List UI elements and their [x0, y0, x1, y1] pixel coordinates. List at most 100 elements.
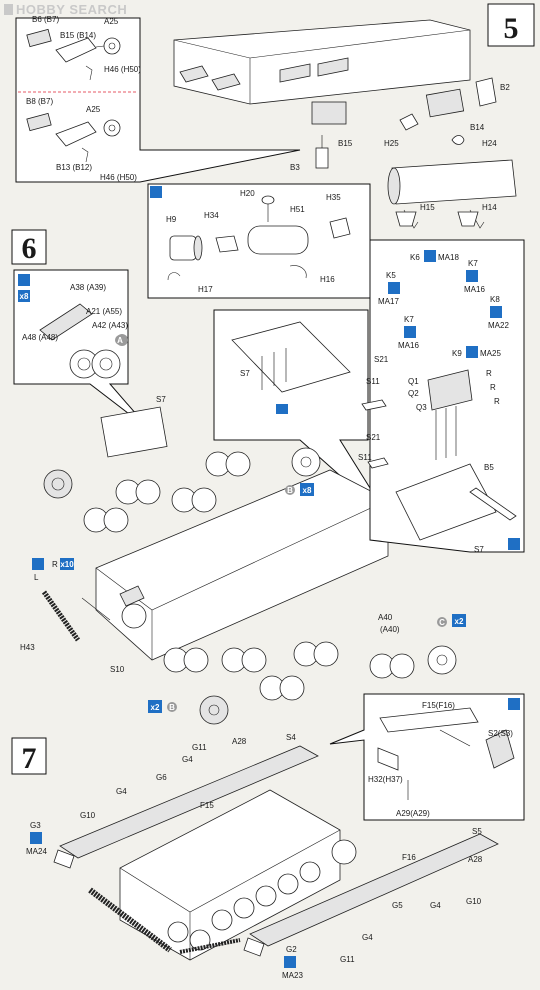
- count-x2-badge: [148, 700, 162, 713]
- label-g11: G11: [192, 743, 207, 752]
- count-x8-badge: [300, 483, 314, 496]
- label-ma18: MA18: [438, 253, 459, 262]
- idler-count: x2: [455, 617, 464, 626]
- label-h20: H20: [240, 189, 255, 198]
- photo-etch-k8: K8 MA22: [488, 295, 509, 330]
- label-k9: K9: [452, 349, 462, 358]
- label-b15-b14: B15 (B14): [60, 31, 96, 40]
- marker-c-idler: C x2: [437, 614, 466, 627]
- top-view-icon: [276, 404, 288, 414]
- hull-rear-assembly: [173, 19, 497, 169]
- photo-etch-g2: G2 MA23: [282, 945, 303, 980]
- label-ma23: MA23: [282, 971, 303, 980]
- road-wheel-pair: [39, 303, 128, 379]
- label-b14: B14: [470, 123, 485, 132]
- label-g10-right: G10: [466, 897, 482, 906]
- paint-brush-icon: [150, 186, 162, 198]
- label-s4: S4: [286, 733, 296, 742]
- label-h34: H34: [204, 211, 219, 220]
- marker-a-wheel-inset: A: [115, 335, 125, 345]
- label-h46-h50-lower: H46 (H50): [100, 173, 137, 182]
- step-7-number-box: [11, 737, 47, 775]
- label-b13-b12: B13 (B12): [56, 163, 92, 172]
- label-r: R: [52, 560, 58, 569]
- label-ma16-lower: MA16: [398, 341, 419, 350]
- label-s7: S7: [156, 395, 166, 404]
- label-f15-f16: F15(F16): [422, 701, 455, 710]
- label-a21: A21 (A55): [86, 307, 122, 316]
- label-s10: S10: [110, 665, 125, 674]
- engine-detail-parts: [361, 369, 517, 541]
- label-h43: H43: [20, 643, 35, 652]
- label-ma24: MA24: [26, 847, 47, 856]
- label-s21-lower: S21: [366, 433, 381, 442]
- label-s2-s3: S2(S3): [488, 729, 513, 738]
- label-h24: H24: [482, 139, 497, 148]
- paint-brush-icon: [508, 698, 520, 710]
- label-k8: K8: [490, 295, 500, 304]
- label-g4-2: G4: [116, 787, 127, 796]
- label-b2: B2: [500, 83, 510, 92]
- label-g4-bottom: G4: [362, 933, 373, 942]
- paint-brush-icon: [32, 558, 44, 570]
- label-q3: Q3: [416, 403, 427, 412]
- fender-inset-frame: [329, 693, 525, 821]
- step-7: 7 G11 A28 S4 G4 G6 G4 F15 G10 G3: [11, 693, 525, 980]
- label-g4: G4: [182, 755, 193, 764]
- photo-etch-icon: [284, 956, 296, 968]
- marker-b-road-wheels: B x8: [285, 483, 314, 496]
- marker-b: B: [287, 486, 293, 495]
- label-h17: H17: [198, 285, 213, 294]
- paint-brush-icon: [508, 538, 520, 550]
- label-ma16: MA16: [464, 285, 485, 294]
- label-f16: F16: [402, 853, 416, 862]
- label-f15: F15: [200, 801, 214, 810]
- label-a40-paren: (A40): [380, 625, 400, 634]
- label-s11-lower: S11: [358, 453, 372, 462]
- label-g11-bottom: G11: [340, 955, 355, 964]
- label-s7-detail: S7: [474, 545, 484, 554]
- label-k7: K7: [468, 259, 478, 268]
- label-h14: H14: [482, 203, 497, 212]
- fender-detail-parts: [377, 707, 515, 800]
- muffler-assembly: [387, 159, 517, 229]
- label-a42: A42 (A43): [92, 321, 128, 330]
- lower-hull: [43, 406, 389, 661]
- step-6-number-box: [11, 229, 47, 265]
- exhaust-parts: [167, 195, 351, 281]
- label-k7-lower: K7: [404, 315, 414, 324]
- label-s11: S11: [366, 377, 380, 386]
- label-a28-right: A28: [468, 855, 483, 864]
- label-a48: A48 (A48): [22, 333, 58, 342]
- label-ma22: MA22: [488, 321, 509, 330]
- label-g4-right: G4: [430, 901, 441, 910]
- photo-etch-k9: K9 MA25: [452, 346, 501, 358]
- photo-etch-icon: [388, 282, 400, 294]
- label-g6: G6: [156, 773, 167, 782]
- label-ma25: MA25: [480, 349, 501, 358]
- hull-with-fenders: [53, 745, 499, 961]
- step-7-number: 7: [22, 742, 37, 775]
- label-s5: S5: [472, 827, 482, 836]
- label-k5: K5: [386, 271, 396, 280]
- marker-b-2: B: [169, 703, 175, 712]
- label-b6: B6 (B7): [32, 15, 59, 24]
- photo-etch-k5: K5 MA17: [378, 271, 400, 306]
- marker-a: A: [117, 336, 123, 345]
- label-h9: H9: [166, 215, 177, 224]
- label-r3: R: [494, 397, 500, 406]
- road-wheels: [83, 451, 457, 725]
- step-5-number: 5: [504, 12, 519, 45]
- photo-etch-icon: [466, 346, 478, 358]
- label-a40: A40: [378, 613, 393, 622]
- photo-etch-k7: K7 MA16: [464, 259, 485, 294]
- label-g3: G3: [30, 821, 41, 830]
- label-b8-b7: B8 (B7): [26, 97, 53, 106]
- road-wheel-count: x8: [303, 486, 312, 495]
- count-x10-badge: [60, 558, 74, 570]
- wheel-count: x8: [20, 292, 29, 301]
- marker-b-sprocket: x2 B: [148, 700, 177, 713]
- step-6: 6 x8 A38 (A39) A21 (A55) A42 (A43) A48 (…: [11, 229, 525, 725]
- count-x2-badge: [452, 614, 466, 627]
- label-g2: G2: [286, 945, 297, 954]
